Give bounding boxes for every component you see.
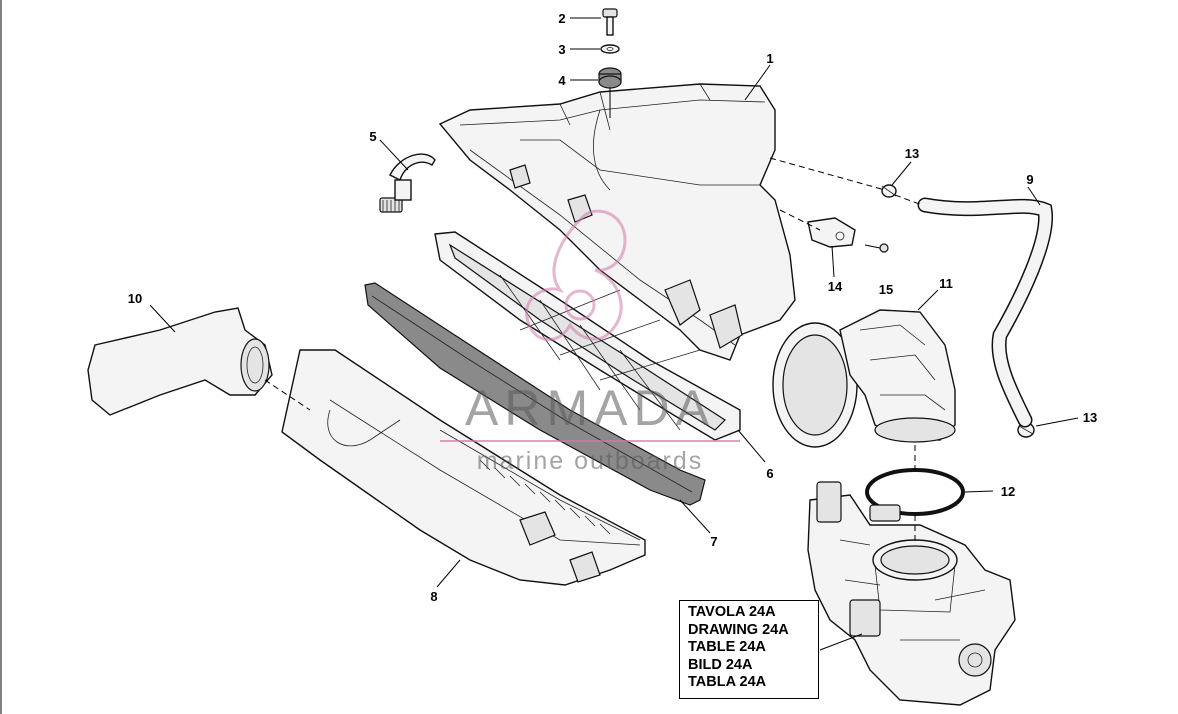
part-3-washer: [600, 44, 620, 54]
callout-13-upper: 13: [905, 146, 919, 161]
leader-lines: [149, 17, 1079, 651]
callout-1: 1: [766, 51, 773, 66]
part-13-hose-clip-upper: [881, 184, 897, 198]
caption-line-german: BILD 24A: [688, 656, 753, 673]
part-8-airbox-cover: [281, 349, 646, 586]
assembly-line: [779, 209, 821, 231]
callout-5: 5: [369, 129, 376, 144]
callout-4: 4: [558, 73, 566, 88]
part-2-screw: [602, 8, 618, 36]
caption-line-spanish: TABLA 24A: [688, 674, 767, 691]
callout-14: 14: [828, 279, 843, 294]
throttle-body-assembly: [807, 481, 1016, 706]
callout-2: 2: [558, 11, 565, 26]
drawing-caption-box: TAVOLA 24A DRAWING 24A TABLE 24A BILD 24…: [679, 600, 819, 699]
caption-line-english: DRAWING 24A: [688, 621, 789, 638]
callout-8: 8: [430, 589, 437, 604]
caption-line-french: TABLE 24A: [688, 639, 766, 656]
callout-11: 11: [939, 276, 953, 291]
part-9-hose: [917, 197, 1054, 428]
callout-7: 7: [710, 534, 717, 549]
part-10-intake-duct: [87, 307, 273, 416]
callout-12: 12: [1001, 484, 1015, 499]
caption-line-italian: TAVOLA 24A: [688, 604, 776, 620]
assembly-line: [769, 157, 886, 191]
callout-15: 15: [879, 282, 893, 297]
part-14-sensor: [807, 217, 856, 248]
assembly-line: [894, 194, 923, 206]
part-11-elbow-duct: [772, 309, 956, 448]
callout-3: 3: [558, 42, 565, 57]
part-12-clamp: [865, 468, 965, 522]
part-7-filter-element: [364, 282, 706, 506]
callout-9: 9: [1026, 172, 1033, 187]
part-4-grommet: [598, 67, 622, 118]
assembly-line: [264, 379, 311, 411]
part-15-screw: [864, 243, 889, 253]
callout-10: 10: [128, 291, 142, 306]
watermark-emblem: [525, 209, 627, 342]
part-1-airbox-housing: [438, 83, 796, 361]
callouts: 1 2 3 4 5 6 7 8 9 10 11 12 13 13 14 15: [128, 11, 1097, 604]
callout-13-lower: 13: [1083, 410, 1097, 425]
callout-6: 6: [766, 466, 773, 481]
part-5-clip: [379, 153, 436, 213]
